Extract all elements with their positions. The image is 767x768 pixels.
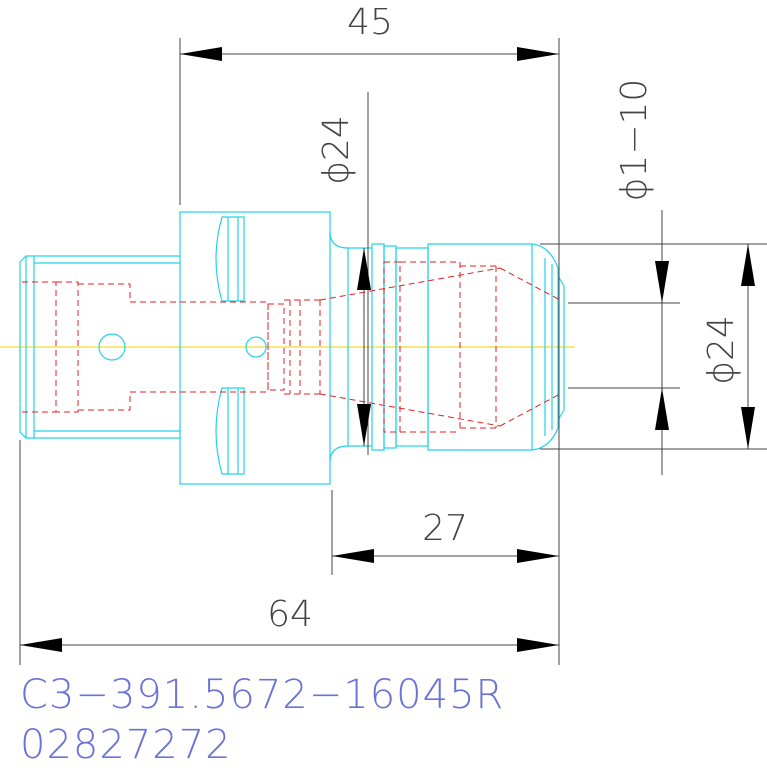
dimension-64-label: 64 [267,594,313,635]
dimension-27-label: 27 [422,508,468,549]
hidden-lines [22,261,561,433]
dimension-nose-diameter-label: ϕ24 [701,315,742,385]
dimension-collet-range-label: ϕ1−10 [614,79,655,202]
part-code: C3−391.5672−16045R [20,672,505,718]
dimension-bore-diameter-label: ϕ24 [316,115,357,185]
part-outline [19,211,565,485]
part-number: 02827272 [20,722,232,768]
dimension-45-label: 45 [347,2,393,43]
arrowheads [20,47,755,652]
